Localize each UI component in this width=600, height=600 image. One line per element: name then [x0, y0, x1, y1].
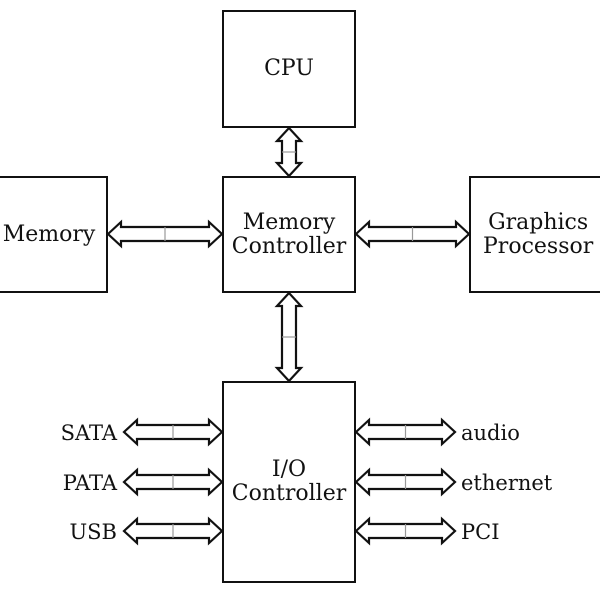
- mc-io-arrow: [274, 291, 304, 383]
- cpu-box: CPU: [222, 10, 356, 128]
- cpu-label: CPU: [264, 56, 314, 81]
- audio-label: audio: [461, 421, 520, 445]
- io-left-arrow-pata: [122, 467, 224, 497]
- memory-controller-line1: Memory: [242, 209, 336, 235]
- ethernet-label: ethernet: [461, 471, 553, 495]
- io-controller-line2: Controller: [231, 481, 347, 506]
- io-left-arrow-usb: [122, 516, 224, 546]
- usb-label: USB: [69, 520, 117, 544]
- io-controller-line1: I/O: [271, 457, 307, 482]
- pci-label: PCI: [461, 520, 500, 544]
- graphics-processor-line1: Graphics: [488, 209, 589, 235]
- memory-controller-line2: Controller: [231, 233, 347, 259]
- mc-gpu-arrow: [354, 219, 471, 249]
- cpu-mc-arrow: [274, 126, 304, 178]
- io-left-arrow-sata: [122, 417, 224, 447]
- io-right-arrow-audio: [354, 417, 457, 447]
- memory-box: Memory: [0, 176, 108, 293]
- io-right-arrow-ethernet: [354, 467, 457, 497]
- graphics-processor-line2: Processor: [483, 233, 594, 259]
- memory-mc-arrow: [106, 219, 224, 249]
- io-right-arrow-pci: [354, 516, 457, 546]
- memory-label: Memory: [2, 221, 96, 247]
- sata-label: SATA: [60, 421, 117, 445]
- pata-label: PATA: [62, 471, 117, 495]
